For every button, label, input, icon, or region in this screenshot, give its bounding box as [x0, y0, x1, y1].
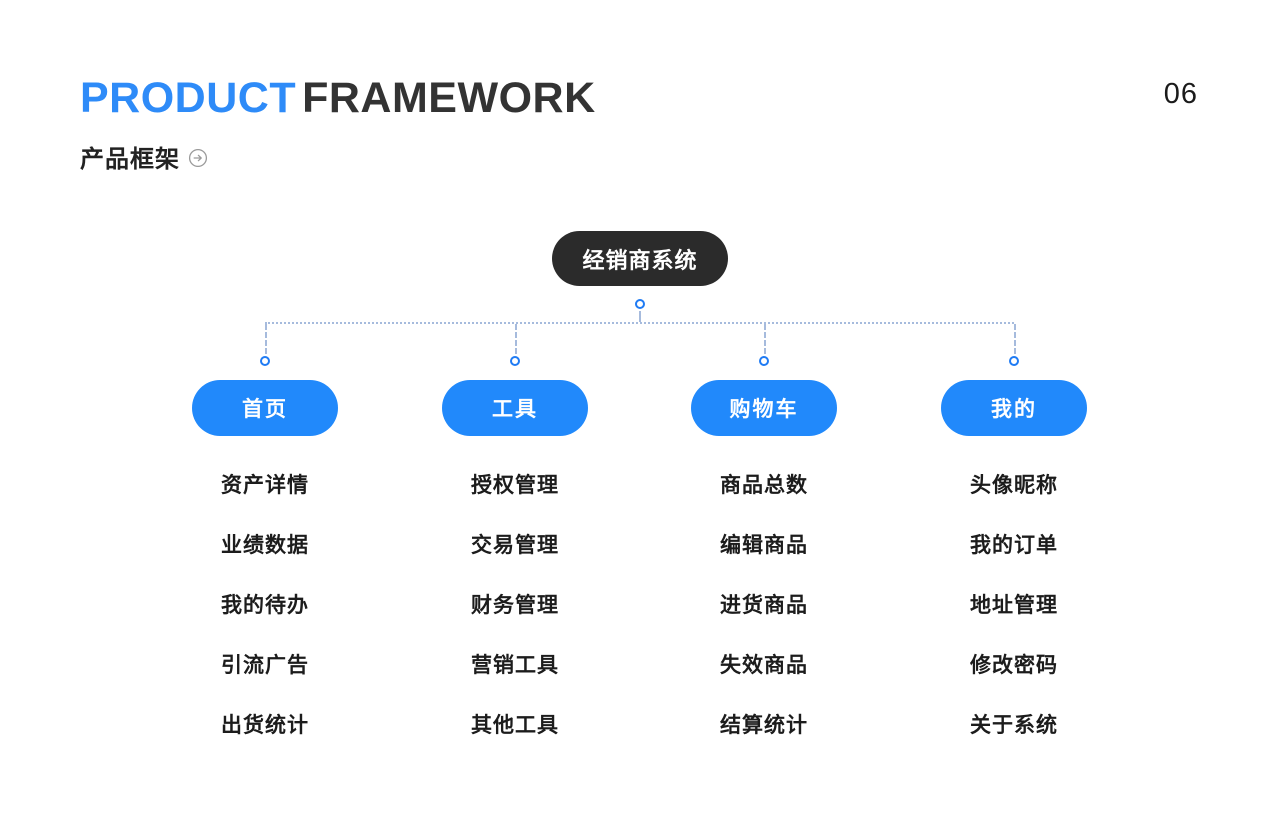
branch-item-list: 商品总数编辑商品进货商品失效商品结算统计 — [654, 456, 874, 756]
branch-item: 修改密码 — [970, 654, 1058, 677]
connector-vertical-line — [1014, 324, 1016, 354]
page-subtitle: 产品框架 — [80, 146, 180, 174]
branch-connector-dot — [260, 356, 270, 366]
page-number: 06 — [1163, 78, 1198, 110]
connector-horizontal-line — [265, 322, 1014, 324]
branch-item: 商品总数 — [720, 474, 808, 497]
branch-item-list: 授权管理交易管理财务管理营销工具其他工具 — [405, 456, 625, 756]
branch-node: 首页 — [192, 380, 338, 436]
root-connector-dot — [635, 299, 645, 309]
branch-item: 我的订单 — [970, 534, 1058, 557]
page-title-rest: FRAMEWORK — [302, 74, 596, 122]
branch-item: 营销工具 — [471, 654, 559, 677]
connector-vertical-line — [265, 324, 267, 354]
connector-vertical-line — [515, 324, 517, 354]
branch-item-list: 头像昵称我的订单地址管理修改密码关于系统 — [904, 456, 1124, 756]
root-node: 经销商系统 — [552, 231, 728, 286]
branch-item: 结算统计 — [720, 714, 808, 737]
branch-item: 我的待办 — [221, 594, 309, 617]
circle-arrow-right-icon — [188, 148, 208, 167]
branch-item: 出货统计 — [221, 714, 309, 737]
branch-item: 头像昵称 — [970, 474, 1058, 497]
branch-item: 编辑商品 — [720, 534, 808, 557]
branch-node: 工具 — [442, 380, 588, 436]
branch-item: 关于系统 — [970, 714, 1058, 737]
branch-item: 其他工具 — [471, 714, 559, 737]
branch-connector-dot — [759, 356, 769, 366]
branch-item: 财务管理 — [471, 594, 559, 617]
branch-item: 失效商品 — [720, 654, 808, 677]
branch-item: 授权管理 — [471, 474, 559, 497]
branch-connector-dot — [510, 356, 520, 366]
branch-node: 我的 — [941, 380, 1087, 436]
root-connector-stub — [639, 311, 641, 322]
branch-item: 交易管理 — [471, 534, 559, 557]
branch-item: 地址管理 — [970, 594, 1058, 617]
branch-item: 进货商品 — [720, 594, 808, 617]
page-title-accent: PRODUCT — [80, 74, 297, 122]
branch-item-list: 资产详情业绩数据我的待办引流广告出货统计 — [155, 456, 375, 756]
branch-item: 资产详情 — [221, 474, 309, 497]
branch-connector-dot — [1009, 356, 1019, 366]
connector-vertical-line — [764, 324, 766, 354]
branch-item: 引流广告 — [221, 654, 309, 677]
branch-item: 业绩数据 — [221, 534, 309, 557]
branch-node: 购物车 — [691, 380, 837, 436]
